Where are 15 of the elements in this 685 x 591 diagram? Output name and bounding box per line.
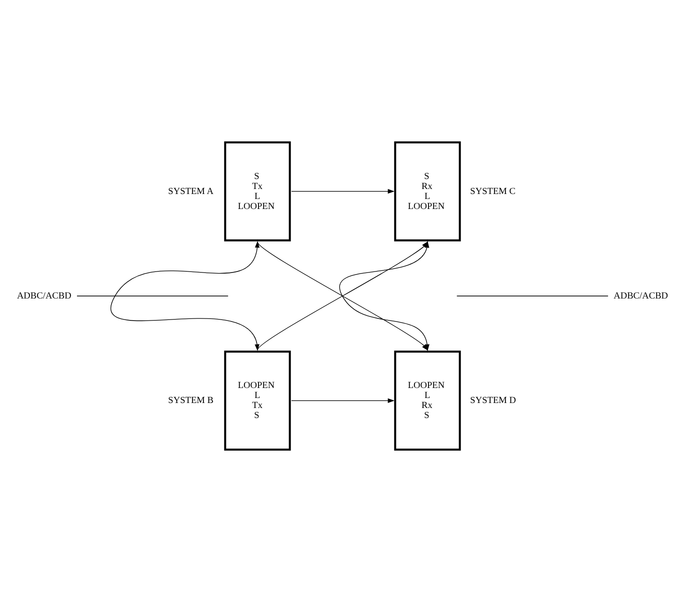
arrow xyxy=(110,240,260,350)
node-box: LOOPEN L Rx S xyxy=(394,350,461,450)
connector xyxy=(76,295,228,296)
node-label: SYSTEM B xyxy=(168,396,214,406)
connector xyxy=(456,295,608,296)
node-box: S Rx L LOOPEN xyxy=(394,140,461,241)
node-label: SYSTEM A xyxy=(168,186,214,196)
arrow xyxy=(291,188,394,194)
node-label: SYSTEM C xyxy=(470,186,516,196)
node-box: S Tx L LOOPEN xyxy=(224,140,291,241)
node-text: ADBC/ACBD xyxy=(16,290,72,301)
arrow xyxy=(291,398,394,402)
node-box: LOOPEN L Tx S xyxy=(224,350,291,450)
node-label: SYSTEM D xyxy=(470,396,516,406)
node-text: ADBC/ACBD xyxy=(614,290,668,301)
